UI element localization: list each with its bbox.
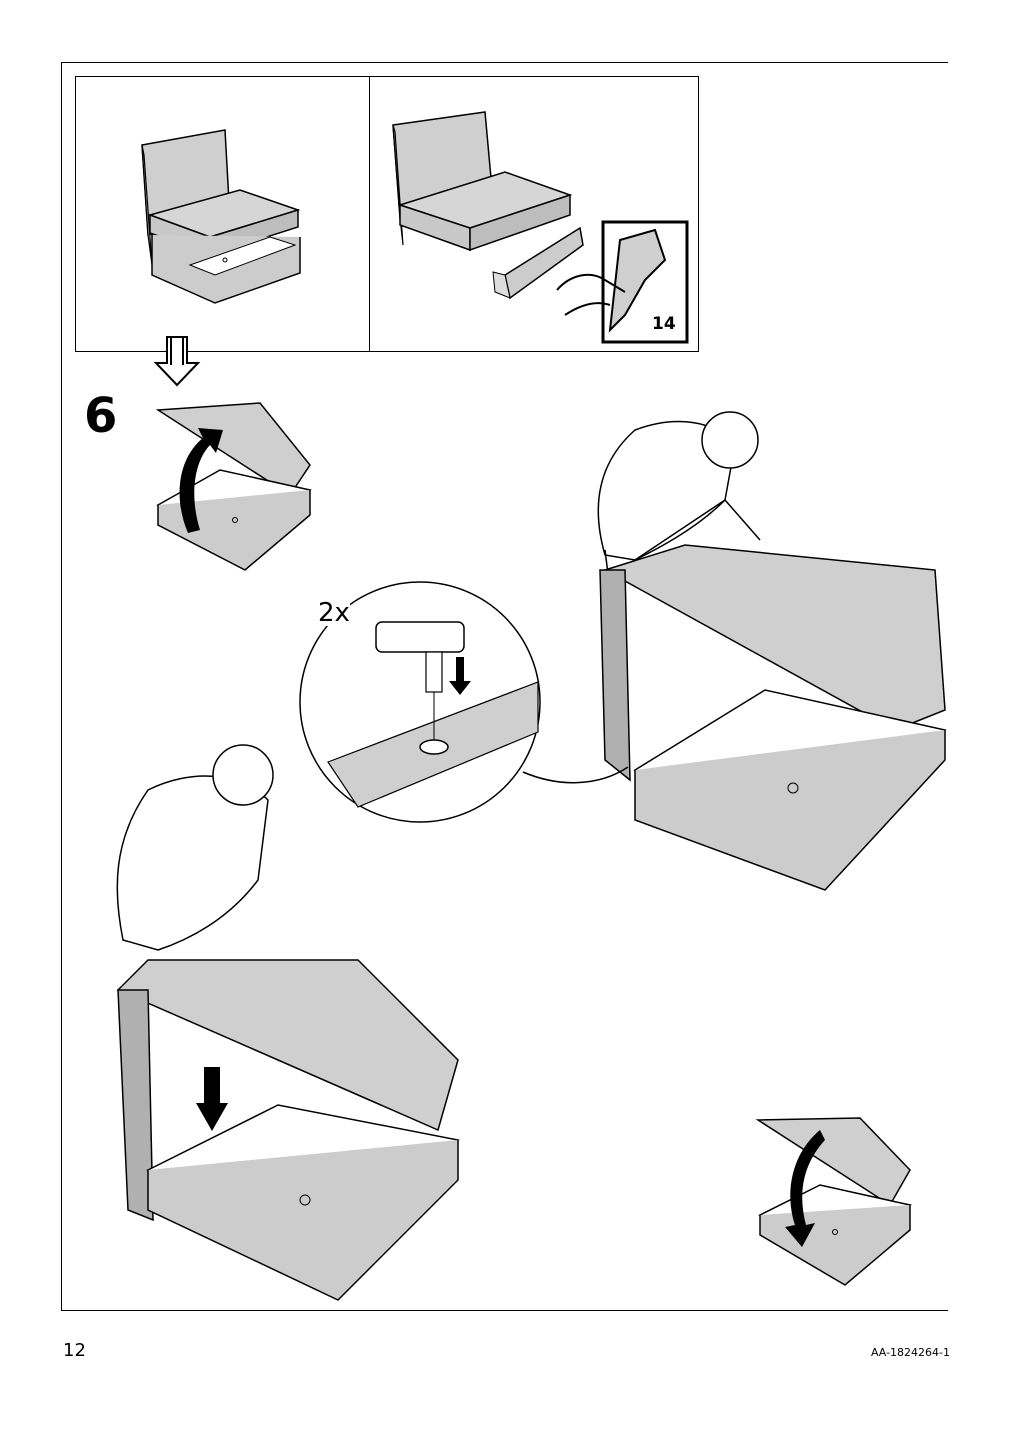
down-arrow-icon	[153, 336, 201, 387]
person-lifting-illustration	[597, 411, 947, 891]
open-lid-illustration	[155, 402, 312, 571]
step-number: 6	[84, 388, 118, 444]
lower-lid-arrow-icon	[196, 1067, 228, 1131]
quantity-label: 2x	[318, 598, 350, 628]
previous-step-illustration-right	[392, 111, 584, 300]
peel-sticker-icon	[556, 220, 689, 344]
close-arrow-icon	[785, 1130, 825, 1247]
push-down-arrow-icon	[449, 657, 471, 695]
previous-step-illustration-left	[141, 129, 301, 304]
reference-page-number: 14	[652, 314, 676, 334]
person-lowering-illustration	[116, 744, 460, 1301]
detail-zoom-circle	[299, 581, 629, 823]
page-frame	[61, 62, 948, 1311]
up-arrow-icon	[179, 428, 223, 533]
previous-steps-divider	[369, 76, 370, 352]
document-code: AA-1824264-1	[870, 1346, 950, 1359]
page-number: 12	[63, 1340, 86, 1361]
